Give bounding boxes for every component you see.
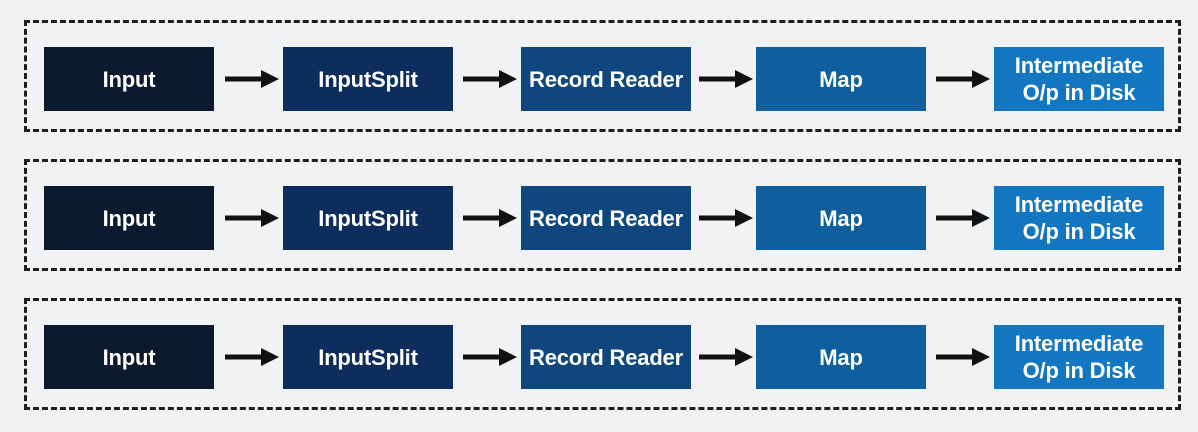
arrow-right-icon (225, 348, 279, 366)
input-box: Input (44, 325, 214, 389)
arrow-right-icon (699, 348, 753, 366)
pipeline-row-2: Input InputSplit Record Reader Map Inter… (24, 159, 1181, 271)
input-split-box: InputSplit (283, 186, 453, 250)
arrow-right-icon (463, 70, 517, 88)
arrow-right-icon (225, 209, 279, 227)
intermediate-output-box: Intermediate O/p in Disk (994, 186, 1164, 250)
pipeline-row-3: Input InputSplit Record Reader Map Inter… (24, 298, 1181, 410)
arrow-right-icon (699, 70, 753, 88)
pipeline-row-1: Input InputSplit Record Reader Map Inter… (24, 20, 1181, 132)
arrow-right-icon (225, 70, 279, 88)
map-box: Map (756, 186, 926, 250)
input-split-box: InputSplit (283, 47, 453, 111)
arrow-right-icon (463, 348, 517, 366)
intermediate-output-box: Intermediate O/p in Disk (994, 47, 1164, 111)
input-split-box: InputSplit (283, 325, 453, 389)
map-box: Map (756, 325, 926, 389)
arrow-right-icon (936, 70, 990, 88)
map-box: Map (756, 47, 926, 111)
intermediate-output-box: Intermediate O/p in Disk (994, 325, 1164, 389)
record-reader-box: Record Reader (521, 47, 691, 111)
arrow-right-icon (699, 209, 753, 227)
input-box: Input (44, 47, 214, 111)
arrow-right-icon (463, 209, 517, 227)
arrow-right-icon (936, 348, 990, 366)
record-reader-box: Record Reader (521, 186, 691, 250)
input-box: Input (44, 186, 214, 250)
arrow-right-icon (936, 209, 990, 227)
record-reader-box: Record Reader (521, 325, 691, 389)
